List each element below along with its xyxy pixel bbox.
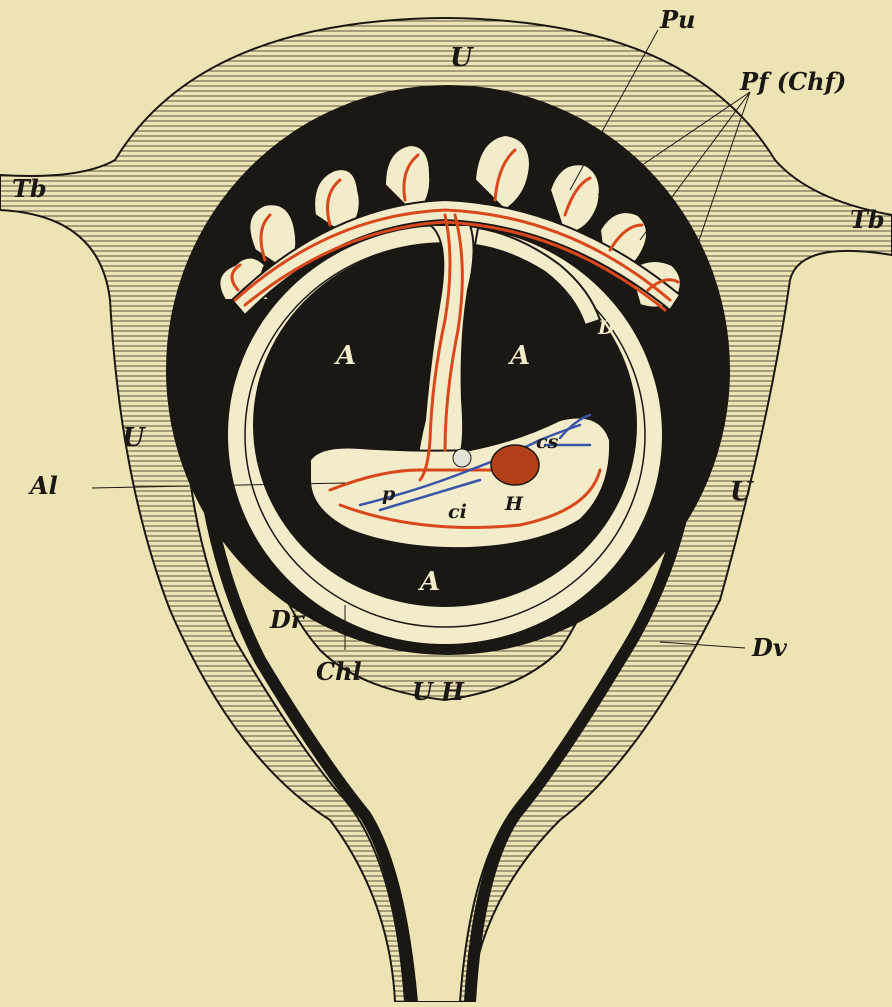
label-dr: Dr [269, 605, 306, 634]
heart [491, 445, 539, 485]
label-tb-left: Tb [12, 174, 47, 203]
label-pf: Pf (Chf) [739, 67, 846, 96]
label-a-left: A [333, 341, 356, 371]
label-u-right: U [730, 477, 754, 507]
label-ci: ci [448, 501, 467, 523]
vesicle [453, 449, 471, 467]
label-a-bottom: A [417, 567, 440, 597]
label-u-left: U [122, 423, 146, 453]
label-tb-right: Tb [850, 205, 885, 234]
label-h: H [504, 493, 524, 515]
label-al: Al [28, 471, 58, 500]
label-dv: Dv [751, 633, 788, 662]
label-cs: cs [536, 431, 559, 453]
label-chl: Chl [316, 657, 362, 686]
label-uh: U H [412, 677, 465, 706]
label-a-right: A [507, 341, 530, 371]
label-d: D [597, 317, 615, 339]
label-p: p [382, 483, 396, 505]
label-u-top: U [450, 43, 474, 73]
label-pu: Pu [659, 5, 696, 34]
